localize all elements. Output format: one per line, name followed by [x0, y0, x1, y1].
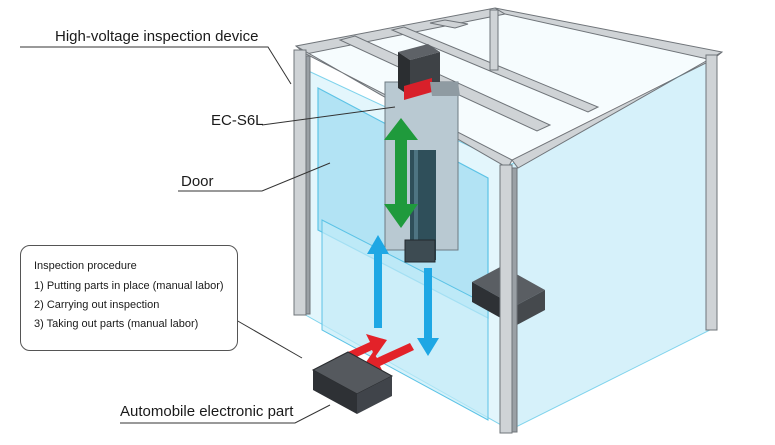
double-arrow-vertical-icon	[384, 118, 418, 228]
automobile-electronic-part	[311, 351, 394, 414]
door-lower-panel	[321, 219, 489, 421]
door-label: Door	[181, 173, 214, 190]
arrow-left-icon	[362, 343, 414, 372]
actuator-label: EC-S6L	[211, 112, 264, 129]
part-label: Automobile electronic part	[120, 403, 294, 420]
procedure-step: 2) Carrying out inspection	[34, 299, 160, 311]
procedure-step: 1) Putting parts in place (manual labor)	[34, 280, 224, 292]
procedure-title: Inspection procedure	[34, 260, 137, 272]
arrow-up-icon	[367, 235, 389, 328]
procedure-step: 3) Taking out parts (manual labor)	[34, 318, 199, 330]
leader-lines	[20, 46, 396, 424]
frame-posts	[293, 9, 718, 434]
arrow-down-icon	[417, 268, 439, 356]
procedure-callout: Inspection procedure 1) Putting parts in…	[20, 245, 238, 351]
top-glass-panel	[302, 12, 712, 160]
device-label: High-voltage inspection device	[55, 28, 259, 45]
